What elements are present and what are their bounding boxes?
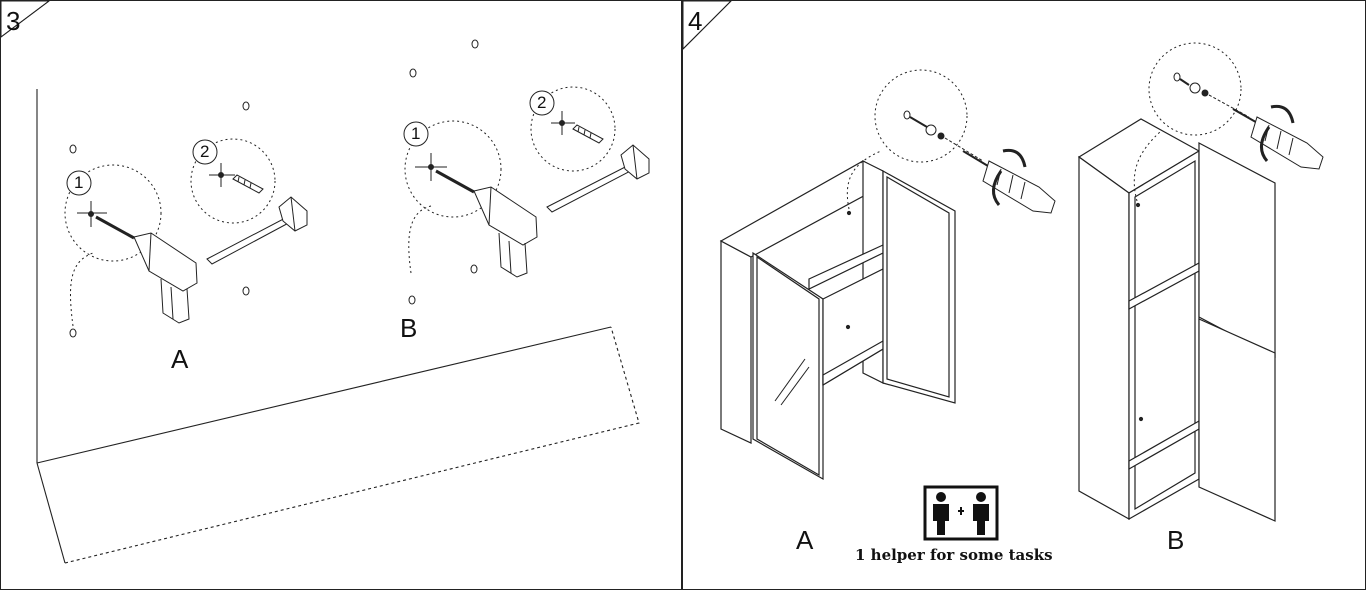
screwdriver-b: [1232, 104, 1324, 170]
step-3-panel: 3 1 2 1 2 A B: [0, 0, 682, 590]
circle-1-b-text: 1: [411, 124, 421, 143]
circle-1-a-text: 1: [74, 173, 84, 192]
variant-a-label: A: [796, 525, 814, 555]
circle-1-b: [403, 121, 429, 147]
variant-a-label: A: [171, 344, 189, 374]
cabinet-b: [1077, 118, 1276, 522]
variant-b-label: B: [400, 313, 418, 343]
circle-1-a: [66, 170, 92, 196]
circle-2-b: [529, 90, 555, 116]
cabinet-a: [719, 160, 956, 481]
screw-detail-b: [1133, 42, 1250, 202]
screw-detail-a: [846, 69, 984, 210]
wall-floor-outline: [36, 89, 640, 564]
circle-2-a: [192, 139, 218, 165]
variant-b-label: B: [1167, 525, 1185, 555]
bracket-a: [206, 196, 308, 265]
drill-detail-a: [64, 164, 198, 327]
step-4-panel: 4 A B 1 helper for some tasks: [682, 0, 1366, 590]
bracket-b: [546, 144, 650, 213]
circle-2-b-text: 2: [537, 93, 547, 112]
step-number: 4: [688, 6, 703, 36]
hole-marks: [69, 39, 479, 338]
plug-detail-a: [190, 138, 276, 224]
drill-detail-b: [404, 120, 538, 278]
step-4-illustration: [683, 1, 1324, 541]
circle-2-a-text: 2: [200, 142, 210, 161]
helper-note: 1 helper for some tasks: [855, 546, 1053, 564]
step-number: 3: [6, 6, 21, 36]
screwdriver-a: [962, 148, 1056, 214]
two-person-icon: [923, 485, 999, 541]
step-3-illustration: [1, 1, 650, 564]
plug-detail-b: [530, 86, 616, 172]
